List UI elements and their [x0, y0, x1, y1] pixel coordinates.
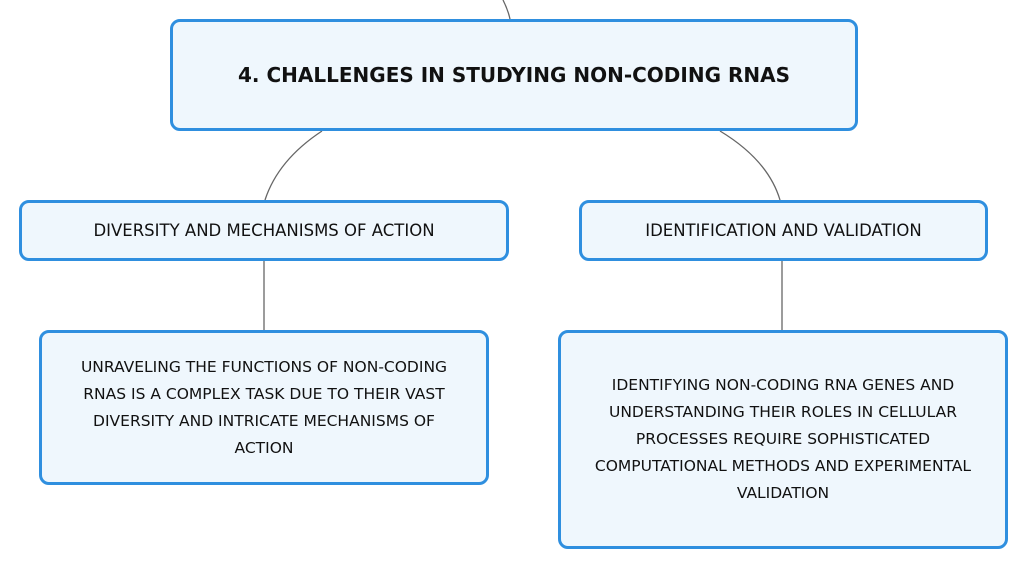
- subtopic-text: UNRAVELING THE FUNCTIONS OF NON-CODING R…: [80, 357, 448, 457]
- topic-label: IDENTIFICATION AND VALIDATION: [645, 221, 922, 240]
- subtopic-identification-detail[interactable]: IDENTIFYING NON-CODING RNA GENES AND UND…: [558, 330, 1008, 549]
- topic-label: DIVERSITY AND MECHANISMS OF ACTION: [93, 221, 435, 240]
- central-topic-label: 4. CHALLENGES IN STUDYING NON-CODING RNA…: [238, 63, 790, 87]
- connector-main-right: [719, 130, 781, 201]
- central-topic[interactable]: 4. CHALLENGES IN STUDYING NON-CODING RNA…: [170, 19, 858, 131]
- topic-diversity[interactable]: DIVERSITY AND MECHANISMS OF ACTION: [19, 200, 509, 261]
- connector-parent: [502, 0, 511, 20]
- subtopic-text: IDENTIFYING NON-CODING RNA GENES AND UND…: [594, 376, 972, 502]
- topic-identification[interactable]: IDENTIFICATION AND VALIDATION: [579, 200, 988, 261]
- connector-main-left: [264, 130, 323, 201]
- subtopic-diversity-detail[interactable]: UNRAVELING THE FUNCTIONS OF NON-CODING R…: [39, 330, 489, 485]
